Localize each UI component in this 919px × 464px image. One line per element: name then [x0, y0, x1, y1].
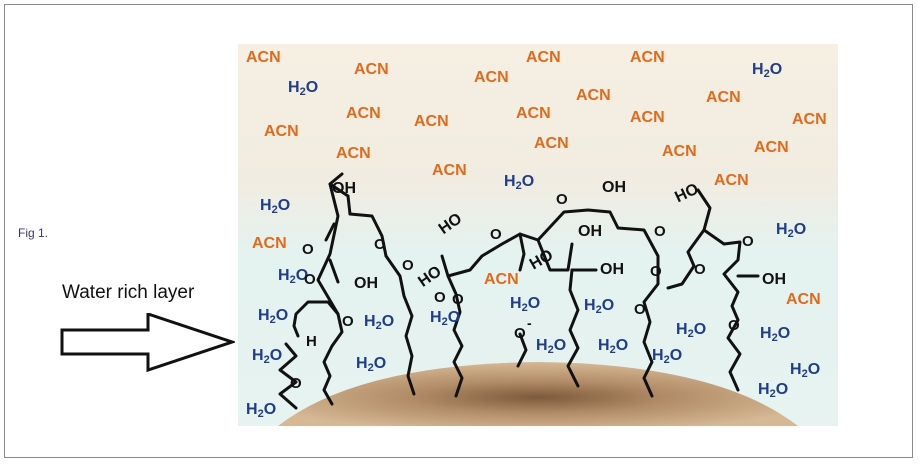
acn-label-15: ACN: [534, 135, 569, 152]
acn-label-6: ACN: [576, 87, 611, 104]
acn-label-1: ACN: [246, 49, 281, 66]
water-label-4: H2O: [260, 197, 290, 216]
o-label-1: O: [302, 241, 314, 258]
chain-1-o-link: [324, 222, 336, 242]
o-label-15: O: [452, 291, 464, 308]
o-label-5: O: [402, 257, 414, 274]
figure-caption: Fig 1.: [18, 226, 49, 240]
acn-label-12: ACN: [630, 109, 665, 126]
acn-label-9: ACN: [346, 105, 381, 122]
chain-1-lower: [278, 342, 298, 410]
water-label-10: H2O: [510, 295, 540, 314]
surface-h: H: [306, 333, 317, 350]
water-label-15: H2O: [356, 355, 386, 374]
water-label-6: H2O: [278, 267, 308, 286]
chain-1-ring-right: [316, 172, 344, 316]
water-label-18: H2O: [652, 347, 682, 366]
o-label-7: O: [490, 226, 502, 243]
chain-6: [696, 188, 742, 392]
oh-label-6: OH: [762, 271, 786, 288]
acn-label-2: ACN: [354, 61, 389, 78]
o-label-11: O: [634, 301, 646, 318]
water-label-8: H2O: [364, 313, 394, 332]
water-label-2: H2O: [752, 61, 782, 80]
water-label-13: H2O: [760, 325, 790, 344]
water-label-1: H2O: [288, 79, 318, 98]
chain-6-o-link: [666, 228, 706, 290]
oh-label-5: OH: [600, 261, 624, 278]
chain-4-branch: [518, 232, 526, 272]
acn-label-21: ACN: [484, 271, 519, 288]
carboxylate: [516, 332, 528, 368]
water-label-7: H2O: [258, 307, 288, 326]
water-label-3: H2O: [504, 173, 534, 192]
water-label-17: H2O: [598, 337, 628, 356]
o-label-13: O: [742, 233, 754, 250]
carboxylate-o: O: [514, 325, 526, 342]
chain-1-ring-top: [328, 182, 350, 198]
oh-label-1: OH: [332, 180, 356, 197]
arrow-right-icon: [60, 313, 235, 373]
chain-5-down: [566, 268, 580, 388]
acn-label-3: ACN: [474, 69, 509, 86]
o-label-9: O: [654, 223, 666, 240]
acn-label-20: ACN: [252, 235, 287, 252]
water-label-9: H2O: [430, 309, 460, 328]
acn-label-14: ACN: [336, 145, 371, 162]
water-label-16: H2O: [536, 337, 566, 356]
water-rich-layer-label: Water rich layer: [62, 282, 195, 303]
water-label-5: H2O: [776, 221, 806, 240]
o-label-3: O: [304, 271, 316, 288]
chain-3: [440, 254, 464, 398]
acn-label-11: ACN: [516, 105, 551, 122]
acn-label-17: ACN: [754, 139, 789, 156]
acn-label-10: ACN: [414, 113, 449, 130]
acn-label-13: ACN: [264, 123, 299, 140]
chain-1-o-left: [328, 258, 340, 284]
acn-label-19: ACN: [714, 172, 749, 189]
chain-4-backbone: [446, 208, 660, 398]
polymer-chains: [278, 172, 760, 410]
chain-1-oh-top: [346, 194, 352, 216]
water-label-21: H2O: [758, 381, 788, 400]
o-label-6: O: [434, 289, 446, 306]
acn-label-8: ACN: [792, 111, 827, 128]
water-label-14: H2O: [252, 347, 282, 366]
acn-label-7: ACN: [706, 89, 741, 106]
o-label-8: O: [556, 191, 568, 208]
acn-label-5: ACN: [630, 49, 665, 66]
water-label-20: H2O: [246, 401, 276, 420]
chain-2-down: [384, 254, 416, 396]
o-label-4: O: [342, 313, 354, 330]
chain-1-ring-loop: [348, 212, 388, 258]
acn-label-16: ACN: [662, 143, 697, 160]
oh-label-2: OH: [354, 275, 378, 292]
chain-1-middle: [292, 300, 344, 406]
o-label-14: O: [728, 317, 740, 334]
carboxylate-minus: -: [527, 315, 532, 331]
oh-label-3: OH: [578, 223, 602, 240]
water-label-11: H2O: [584, 297, 614, 316]
acn-label-4: ACN: [526, 49, 561, 66]
water-label-12: H2O: [676, 321, 706, 340]
chain-5-loop: [536, 238, 574, 272]
surface-o: O: [290, 375, 302, 392]
o-label-10: O: [650, 263, 662, 280]
water-label-19: H2O: [790, 361, 820, 380]
o-label-2: O: [374, 236, 386, 253]
acn-label-18: ACN: [432, 162, 467, 179]
oh-label-4: OH: [602, 179, 626, 196]
o-label-12: O: [694, 261, 706, 278]
acn-label-22: ACN: [786, 291, 821, 308]
